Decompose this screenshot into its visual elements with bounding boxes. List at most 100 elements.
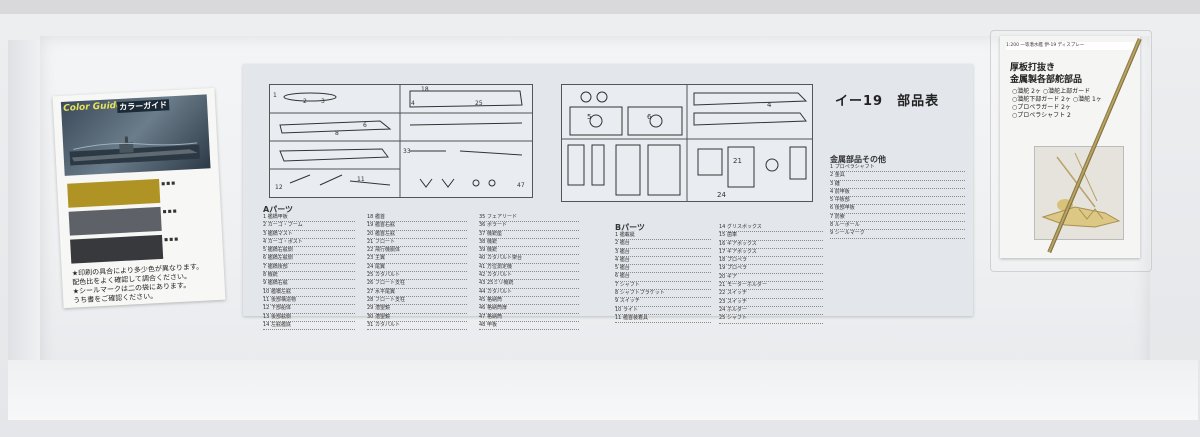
part-number-label: 5 bbox=[587, 113, 592, 121]
part-number-label: 3 bbox=[321, 98, 325, 105]
list-item: 37 機銃座 bbox=[479, 231, 579, 239]
list-item: 8 機銃 bbox=[263, 272, 355, 281]
swatch-label: ■ ■ ■ bbox=[161, 180, 176, 186]
list-item: 2 金具 bbox=[830, 172, 965, 181]
list-item: 41 方位測定機 bbox=[479, 264, 579, 273]
part-number-label: 18 bbox=[421, 86, 429, 93]
list-item: 30 潜望鏡 bbox=[367, 314, 467, 322]
parts-diagram-a bbox=[270, 85, 532, 197]
list-item: ○潜舵 2ヶ ○潜舵上部ガード bbox=[1012, 88, 1091, 95]
list-item: 47 格納筒 bbox=[479, 314, 579, 322]
list-item: 2 カーゴ・ブーム bbox=[263, 222, 355, 231]
list-item: ○プロペラガード 2ヶ bbox=[1012, 104, 1071, 111]
list-item: 6 後部甲板 bbox=[830, 205, 965, 214]
list-item: 14 左舷艦底 bbox=[263, 322, 355, 331]
list-item: 15 歯車 bbox=[719, 232, 823, 241]
list-item: 19 艦首右舷 bbox=[367, 222, 467, 231]
part-number-label: 33 bbox=[403, 148, 411, 155]
list-item: 36 ボラード bbox=[479, 222, 579, 231]
list-item: 26 フロート支柱 bbox=[367, 280, 467, 289]
list-item: 40 カタパルト架台 bbox=[479, 255, 579, 264]
box-rim-bottom bbox=[8, 360, 1198, 420]
list-item: 45 格納筒 bbox=[479, 297, 579, 306]
parts-list-a1: 1 艦橋甲板 2 カーゴ・ブーム 3 艦橋マスト 4 カーゴ・ポスト 5 艦橋右… bbox=[263, 214, 355, 331]
list-item: 20 ギア bbox=[719, 274, 823, 283]
parts-frame-a bbox=[269, 84, 533, 198]
swatch-label: ■ ■ ■ bbox=[164, 236, 179, 242]
list-item: 44 カタパルト bbox=[479, 289, 579, 297]
parts-list-a2: 18 艦首 19 艦首右舷 20 艦首左舷 21 フロート 22 飛行機胴体 2… bbox=[367, 214, 467, 331]
list-item: 43 25ミリ機銃 bbox=[479, 280, 579, 289]
list-item: 31 カタパルト bbox=[367, 322, 467, 331]
list-item: 5 艦橋右舷側 bbox=[263, 247, 355, 256]
list-item: 42 カタパルト bbox=[479, 272, 579, 281]
list-item: 23 スイッチ bbox=[719, 299, 823, 307]
list-item: 46 格納筒扉 bbox=[479, 305, 579, 314]
brass-items-list: ○潜舵 2ヶ ○潜舵上部ガード ○潜舵下部ガード 2ヶ ○潜舵 1ヶ ○プロペラ… bbox=[1012, 88, 1102, 120]
list-item: 6 艦橋左舷側 bbox=[263, 255, 355, 264]
list-item: 24 尾翼 bbox=[367, 264, 467, 273]
list-item: 4 艦台 bbox=[615, 257, 711, 266]
list-item: 9 スイッチ bbox=[615, 298, 711, 307]
section-title-a: Aパーツ bbox=[263, 205, 294, 214]
list-item: 3 艦台 bbox=[615, 249, 711, 257]
list-item: 8 ルーボール bbox=[830, 222, 965, 231]
part-number-label: 6 bbox=[647, 113, 652, 121]
parts-list-a3: 35 フェアリード 36 ボラード 37 機銃座 38 機銃 39 機銃 40 … bbox=[479, 214, 579, 331]
parts-sheet: 1 2 3 4 6 8 11 12 18 25 33 47 bbox=[243, 64, 973, 331]
part-number-label: 11 bbox=[357, 176, 365, 183]
list-item: 27 水平尾翼 bbox=[367, 289, 467, 297]
list-item: 28 フロート支柱 bbox=[367, 297, 467, 306]
list-item: 25 シャフト bbox=[719, 315, 823, 324]
color-swatch-dark bbox=[70, 234, 164, 264]
list-item: 6 艦台 bbox=[615, 273, 711, 282]
color-guide-title-en: Color Guide bbox=[62, 100, 123, 114]
list-item: 21 モーターホルダー bbox=[719, 282, 823, 291]
list-item: 4 前甲板 bbox=[830, 189, 965, 198]
list-item: 16 ギアボックス bbox=[719, 241, 823, 249]
color-guide-header: Color Guide カラーガイド bbox=[60, 94, 211, 176]
section-title-metal: 金属部品その他 bbox=[830, 155, 886, 164]
list-item: 7 防索 bbox=[830, 214, 965, 223]
part-number-label: 4 bbox=[767, 101, 772, 109]
list-item: 3 艦橋マスト bbox=[263, 231, 355, 239]
brass-card-title: 厚板打抜き bbox=[1010, 63, 1056, 73]
list-item: 39 機銃 bbox=[479, 247, 579, 256]
list-item: 1 プロペラシャフト bbox=[830, 164, 965, 173]
list-item: 3 錘 bbox=[830, 181, 965, 189]
color-swatch-gold bbox=[67, 178, 161, 208]
list-item: 24 ホルダー bbox=[719, 307, 823, 316]
list-item: 25 カタパルト bbox=[367, 272, 467, 281]
part-number-label: 25 bbox=[475, 100, 483, 107]
part-number-label: 12 bbox=[275, 184, 283, 191]
list-item: 21 フロート bbox=[367, 239, 467, 248]
list-item: 7 艦橋後部 bbox=[263, 264, 355, 273]
list-item: 9 シールマーク bbox=[830, 230, 965, 239]
list-item: 38 機銃 bbox=[479, 239, 579, 248]
list-item: 17 ギアボックス bbox=[719, 249, 823, 258]
list-item: 9 艦橋右舷 bbox=[263, 280, 355, 289]
list-item: 10 艦橋左舷 bbox=[263, 289, 355, 297]
brass-card-header: 1:200 一等潜水艦 伊-19 ディスプレー bbox=[1006, 42, 1134, 50]
swatch-label: ■ ■ ■ bbox=[162, 208, 177, 214]
list-item: 10 ライト bbox=[615, 307, 711, 315]
list-item: 11 艦首装着具 bbox=[615, 315, 711, 324]
part-number-label: 24 bbox=[717, 191, 726, 199]
list-item: 1 艦橋甲板 bbox=[263, 214, 355, 223]
part-number-label: 2 bbox=[303, 98, 307, 105]
metal-parts-list: 1 プロペラシャフト 2 金具 3 錘 4 前甲板 5 中板部 6 後部甲板 7… bbox=[830, 164, 965, 239]
color-guide-card: Color Guide カラーガイド ■ ■ ■ ■ ■ ■ ■ ■ ■ ★印刷… bbox=[52, 87, 226, 309]
submarine-image bbox=[69, 136, 201, 166]
list-item: 19 プロペラ bbox=[719, 265, 823, 274]
list-item: 29 潜望鏡 bbox=[367, 305, 467, 314]
list-item: 22 飛行機胴体 bbox=[367, 247, 467, 256]
list-item: 12 下部船体 bbox=[263, 305, 355, 314]
list-item: 18 艦首 bbox=[367, 214, 467, 223]
list-item: 2 艦台 bbox=[615, 240, 711, 249]
list-item: 14 グリスボックス bbox=[719, 224, 823, 233]
list-item: 13 後部舷側 bbox=[263, 314, 355, 322]
part-number-label: 6 bbox=[363, 122, 367, 129]
part-number-label: 47 bbox=[517, 182, 525, 189]
list-item: 7 シャフト bbox=[615, 282, 711, 291]
list-item: 5 艦台 bbox=[615, 265, 711, 274]
